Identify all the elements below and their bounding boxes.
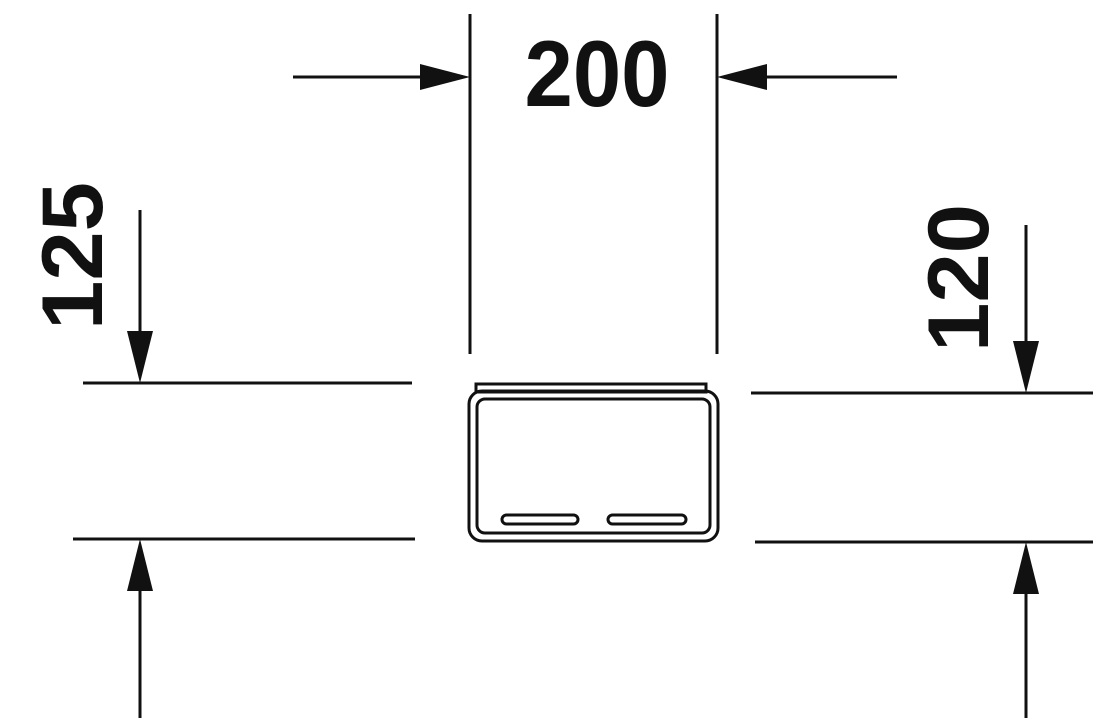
left-arrowhead-top xyxy=(127,331,153,383)
left-arrowhead-bottom xyxy=(127,539,153,591)
product-outer-body xyxy=(467,389,720,543)
product-outline xyxy=(467,382,720,543)
drain-slot-left xyxy=(500,513,580,526)
left-height-dimension: 125 xyxy=(25,182,415,718)
right-arrowhead-bottom xyxy=(1013,542,1039,594)
width-label: 200 xyxy=(525,21,670,126)
left-height-label: 125 xyxy=(25,182,121,330)
right-height-label: 120 xyxy=(911,204,1007,352)
right-height-dimension: 120 xyxy=(751,204,1093,718)
drain-slot-right xyxy=(606,513,688,526)
width-arrowhead-left xyxy=(420,64,470,90)
width-arrowhead-right xyxy=(717,64,767,90)
product-inner-wall xyxy=(475,397,712,535)
width-dimension: 200 xyxy=(293,14,897,354)
right-arrowhead-top xyxy=(1013,341,1039,393)
